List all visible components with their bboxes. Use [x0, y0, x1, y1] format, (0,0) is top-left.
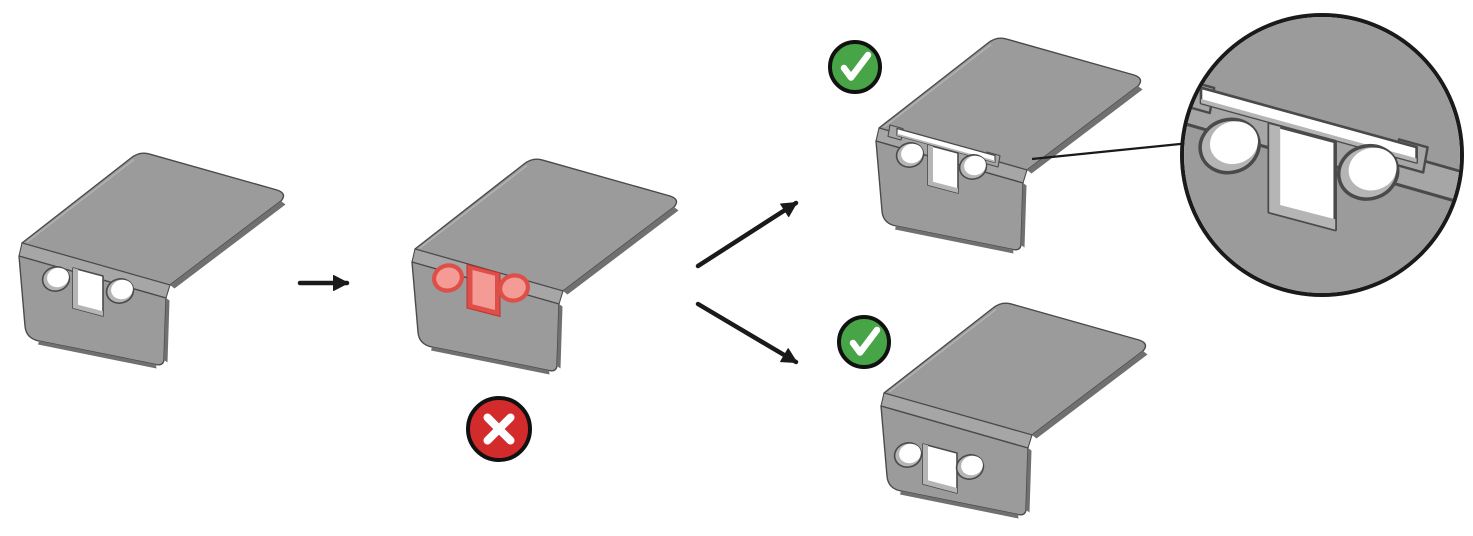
round-hole	[955, 454, 985, 480]
inset-leader-line	[1031, 141, 1191, 161]
highlighted-holes	[432, 263, 530, 317]
round-hole-highlighted	[498, 273, 530, 303]
square-hole-highlighted	[466, 264, 501, 317]
bracket-invalid	[411, 158, 680, 376]
bracket-bend-relief	[876, 38, 1143, 253]
up-right-arrow-icon	[695, 200, 799, 269]
round-hole	[41, 266, 71, 292]
check-circle-icon	[828, 40, 882, 94]
round-hole	[893, 442, 923, 468]
down-right-arrow-icon	[695, 301, 799, 365]
inset-zoom-content	[1155, 0, 1473, 363]
round-hole-highlighted	[432, 263, 464, 293]
bracket-original	[18, 152, 287, 370]
square-hole	[922, 443, 958, 494]
round-hole	[105, 278, 135, 304]
magnifier-inset	[1031, 0, 1473, 363]
check-circle-icon	[837, 315, 891, 369]
x-circle-icon	[466, 396, 532, 462]
bracket-holes-moved	[880, 302, 1149, 520]
square-hole	[72, 267, 104, 317]
